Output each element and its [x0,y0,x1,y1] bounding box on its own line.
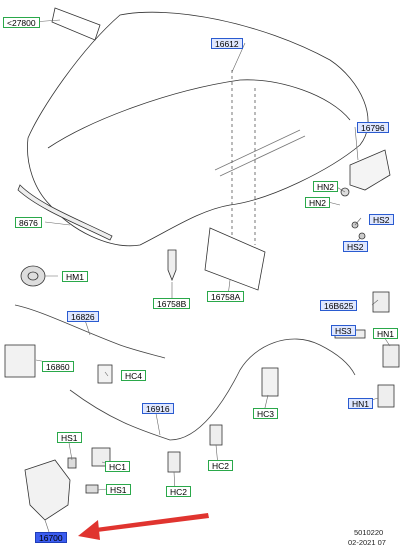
label-hs2-a: HS2 [369,214,394,225]
label-hn2-b: HN2 [305,197,331,208]
label-16860: 16860 [42,361,74,372]
label-27800: <27800 [3,17,40,28]
latch-16700 [24,459,71,521]
label-hn2-a: HN2 [313,181,339,192]
label-hc2-a: HC2 [208,460,234,471]
label-hn1-a: HN1 [373,328,399,339]
panel-16758a [204,227,266,291]
label-16b625: 16B625 [320,300,358,311]
label-hs3: HS3 [331,325,356,336]
part-hc4 [97,364,113,384]
label-hs1-a: HS1 [57,432,82,443]
footer-code: 5010220 [354,528,384,537]
part-hc2a [167,451,181,473]
label-hc4: HC4 [121,370,147,381]
insulator-pad [51,7,101,41]
hood-dash-line [231,70,256,250]
prop-rod-16758b [167,249,177,282]
leaders [31,19,391,536]
part-16860 [4,344,36,378]
label-16916: 16916 [142,403,174,414]
label-hm1: HM1 [62,271,88,282]
label-16826: 16826 [67,311,99,322]
label-8676: 8676 [15,217,42,228]
label-hn1-b: HN1 [348,398,374,409]
seal-strip-8676 [17,184,113,241]
part-hc3 [261,367,279,397]
hood-inner-line [47,79,351,149]
label-16758a: 16758A [207,291,245,302]
part-hn1a [382,344,400,368]
hood-panel [27,11,369,247]
footer-date: 02-2021 07 [348,538,386,547]
label-hs1-b: HS1 [106,484,131,495]
bumper-hm1 [20,265,46,287]
part-16b625 [372,291,390,313]
part-hs1b [85,484,99,494]
part-hs1a [67,457,77,469]
red-arrow [78,513,209,540]
label-16612: 16612 [211,38,243,49]
part-hn1b [377,384,395,408]
cable-16826 [14,304,166,359]
cable-16916 [69,338,356,441]
label-hc3: HC3 [253,408,279,419]
hinge-16796 [349,149,391,191]
hood-rib [214,129,306,177]
label-16700: 16700 [35,532,67,543]
label-hc1: HC1 [105,461,131,472]
label-16796: 16796 [357,122,389,133]
label-hc2-b: HC2 [166,486,192,497]
label-hs2-b: HS2 [343,241,368,252]
label-16758b: 16758B [153,298,191,309]
part-hc2b [209,424,223,446]
